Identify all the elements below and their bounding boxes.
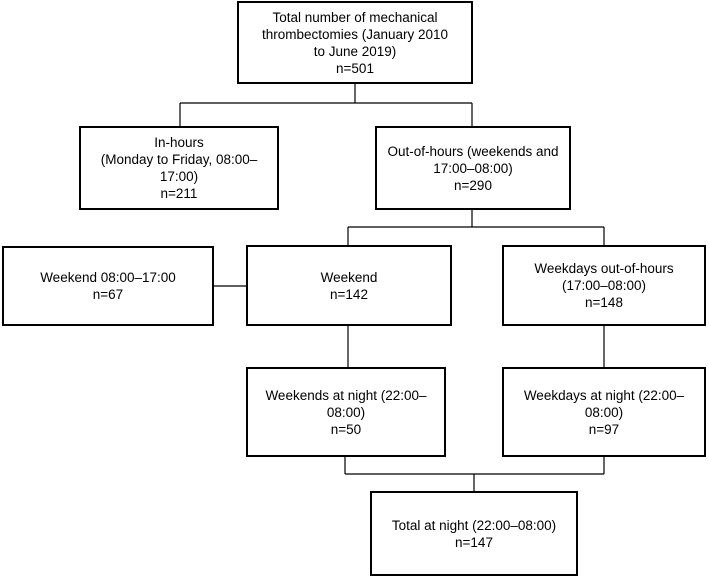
box-line: 08:00) <box>326 404 366 420</box>
box-line: (17:00–08:00) <box>561 278 647 293</box>
box-count: n=147 <box>455 534 493 550</box>
box-line: Total number of mechanical <box>272 9 438 25</box>
box-count: n=211 <box>160 186 198 201</box>
box-count: n=290 <box>454 177 492 193</box>
out-of-hours-box: Out-of-hours (weekends and 17:00–08:00) … <box>375 126 571 210</box>
box-line: Out-of-hours (weekends and <box>387 143 559 159</box>
weekdays-out-of-hours-box: Weekdays out-of-hours (17:00–08:00) n=14… <box>502 245 706 326</box>
box-count: n=148 <box>585 295 623 310</box>
box-count: n=67 <box>92 287 124 302</box>
box-line: In-hours <box>154 135 204 150</box>
box-count: n=142 <box>330 286 368 302</box>
weekends-at-night-box: Weekends at night (22:00– 08:00) n=50 <box>246 367 446 457</box>
total-thrombectomies-box: Total number of mechanical thrombectomie… <box>237 1 473 84</box>
box-line: Weekend <box>320 269 378 285</box>
box-line: Weekends at night (22:00– <box>265 387 427 403</box>
box-line: Weekend 08:00–17:00 <box>40 270 176 285</box>
box-count: n=97 <box>588 421 620 437</box>
box-line: to June 2019) <box>313 43 397 59</box>
box-line: thrombectomies (January 2010 <box>261 26 449 42</box>
weekend-box: Weekend n=142 <box>246 245 452 326</box>
weekdays-at-night-box: Weekdays at night (22:00– 08:00) n=97 <box>502 367 706 457</box>
box-line: Total at night (22:00–08:00) <box>391 517 557 533</box>
weekend-daytime-box: Weekend 08:00–17:00 n=67 <box>2 246 214 326</box>
box-line: 17:00–08:00) <box>433 160 513 176</box>
total-at-night-box: Total at night (22:00–08:00) n=147 <box>370 491 578 576</box>
box-line: Weekdays at night (22:00– <box>523 387 685 403</box>
box-line: 17:00) <box>159 169 199 184</box>
box-line: (Monday to Friday, 08:00– <box>100 152 258 167</box>
box-line: Weekdays out-of-hours <box>534 261 674 276</box>
in-hours-box: In-hours (Monday to Friday, 08:00– 17:00… <box>79 126 279 210</box>
box-count: n=50 <box>330 421 362 437</box>
box-count: n=501 <box>336 60 374 76</box>
box-line: 08:00) <box>584 404 624 420</box>
